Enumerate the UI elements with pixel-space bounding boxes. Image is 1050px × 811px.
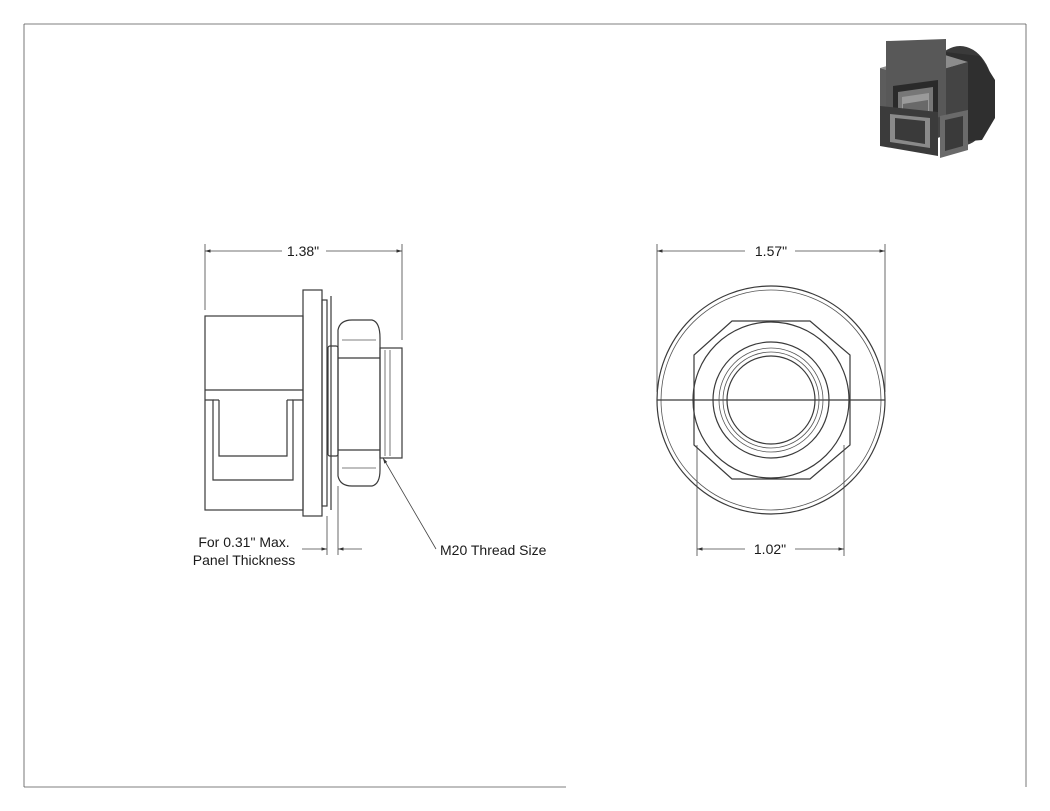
front-view xyxy=(656,285,886,515)
side-slot xyxy=(205,399,303,481)
note-thread-size: M20 Thread Size xyxy=(440,542,547,558)
dim-label-side-width: 1.38" xyxy=(287,243,319,259)
note-panel-line1: For 0.31" Max. xyxy=(198,534,289,550)
side-view xyxy=(204,289,403,517)
side-flange xyxy=(302,289,323,517)
front-bore-outer xyxy=(712,341,830,459)
side-body xyxy=(204,315,304,511)
isometric-view xyxy=(880,38,995,158)
side-thread-stub xyxy=(379,347,403,459)
leader-thread-size: M20 Thread Size xyxy=(382,457,547,558)
front-bore-inner xyxy=(726,355,816,445)
dim-label-front-inner: 1.02" xyxy=(754,541,786,557)
drawing-frame xyxy=(23,23,1027,788)
dimension-panel-thickness: For 0.31" Max. Panel Thickness xyxy=(193,486,362,568)
note-panel-line2: Panel Thickness xyxy=(193,552,295,568)
dimension-front-outer: 1.57" xyxy=(656,243,886,392)
dimension-side-width: 1.38" xyxy=(204,243,403,340)
side-hex-nut xyxy=(337,319,381,487)
dimension-front-inner: 1.02" xyxy=(696,445,845,557)
dim-label-front-outer: 1.57" xyxy=(755,243,787,259)
